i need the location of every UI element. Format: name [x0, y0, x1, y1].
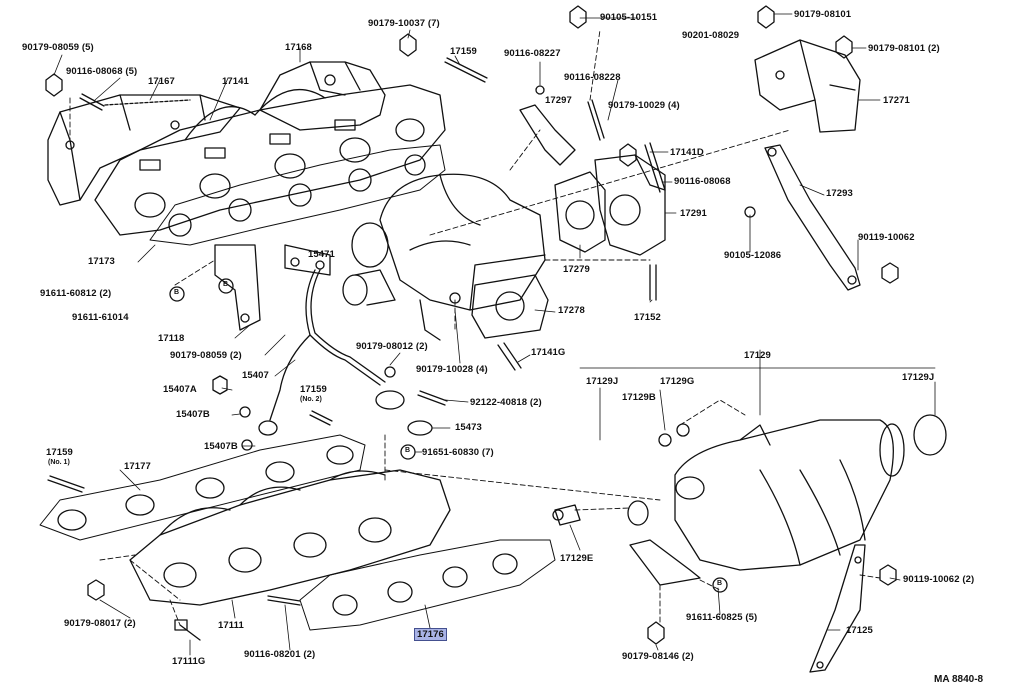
part-label[interactable]: 15407B — [176, 409, 210, 420]
part-label[interactable]: 91611-61014 — [72, 312, 129, 323]
part-label[interactable]: 91611-60812 (2) — [40, 288, 112, 299]
diagram-code: MA 8840-8 — [934, 674, 984, 685]
part-label[interactable]: 90179-10028 (4) — [416, 364, 488, 375]
part-label[interactable]: 90179-08101 — [794, 9, 852, 20]
part-label[interactable]: 90179-08059 (2) — [170, 350, 242, 361]
bracket-17297 — [519, 85, 576, 166]
part-label[interactable]: 17159 — [450, 46, 477, 57]
part-label[interactable]: 90119-10062 (2) — [903, 574, 975, 585]
part-label[interactable]: 17271 — [883, 95, 910, 106]
part-label[interactable]: 90116-08068 — [674, 176, 731, 187]
circle-b-marks — [169, 278, 728, 593]
part-label[interactable]: 17129J — [902, 372, 935, 383]
gasket-17176 — [299, 539, 556, 631]
turbo-insulator-17271 — [754, 39, 861, 133]
part-label[interactable]: 15407A — [163, 384, 197, 395]
heat-insulator-17168 — [259, 61, 386, 131]
union-bolts — [212, 292, 461, 451]
circle-b-letter: B — [174, 289, 180, 296]
part-label[interactable]: 17129J — [586, 376, 619, 387]
part-label[interactable]: 15407B — [204, 441, 238, 452]
part-label[interactable]: 90179-08017 (2) — [64, 618, 136, 629]
stay-17125 — [809, 544, 866, 673]
part-label[interactable]: 90116-08201 (2) — [244, 649, 316, 660]
gasket-17278 — [471, 274, 549, 339]
circle-b-letter: B — [717, 580, 723, 587]
gasket-17279 — [554, 171, 606, 253]
part-label[interactable]: 90116-08068 (5) — [66, 66, 138, 77]
part-label[interactable]: 17168 — [285, 42, 312, 53]
circle-b-letter: B — [223, 281, 229, 288]
highlighted-part-label[interactable]: 17176 — [414, 628, 447, 641]
part-label[interactable]: 92122-40818 (2) — [470, 397, 542, 408]
part-sublabel: (No. 1) — [48, 459, 70, 466]
part-label[interactable]: 17111G — [172, 656, 206, 667]
part-label[interactable]: 90116-08227 — [504, 48, 561, 59]
part-label[interactable]: 91651-60830 (7) — [422, 447, 494, 458]
part-sublabel: (No. 2) — [300, 396, 322, 403]
exhaust-manifold-17141 — [94, 84, 446, 236]
circle-b-letter: B — [405, 447, 411, 454]
part-label[interactable]: 90179-10037 (7) — [368, 18, 440, 29]
part-label[interactable]: 17152 — [634, 312, 661, 323]
part-label[interactable]: 17125 — [846, 625, 873, 636]
part-label[interactable]: 17159 — [46, 447, 73, 458]
part-label[interactable]: 90105-12086 — [724, 250, 782, 261]
part-label[interactable]: 17111 — [218, 620, 244, 631]
hose-fitting-17129E — [552, 504, 581, 526]
part-label[interactable]: 17129G — [660, 376, 695, 387]
part-label[interactable]: 90116-08228 — [564, 72, 621, 83]
part-label[interactable]: 90201-08029 — [682, 30, 740, 41]
part-label[interactable]: 17278 — [558, 305, 585, 316]
part-label[interactable]: 17159 — [300, 384, 327, 395]
part-label[interactable]: 17293 — [826, 188, 853, 199]
part-label[interactable]: 90179-08059 (5) — [22, 42, 94, 53]
part-label[interactable]: 17129E — [560, 553, 594, 564]
intake-manifold-17129 — [627, 414, 947, 586]
part-label[interactable]: 17173 — [88, 256, 115, 267]
studs-top — [79, 57, 666, 371]
part-label[interactable]: 17279 — [563, 264, 590, 275]
turbo-outlet-elbow-17291 — [594, 154, 666, 256]
gasket-17177 — [39, 434, 366, 541]
part-label[interactable]: 17297 — [545, 95, 572, 106]
alignment-lines — [69, 29, 881, 626]
part-label[interactable]: 17141 — [222, 76, 249, 87]
heat-insulator-17167 — [47, 94, 241, 206]
part-label[interactable]: 17141G — [531, 347, 566, 358]
part-label[interactable]: 17118 — [158, 333, 185, 344]
part-label[interactable]: 15473 — [455, 422, 482, 433]
part-label[interactable]: 15471 — [308, 249, 335, 260]
part-label[interactable]: 17167 — [148, 76, 175, 87]
part-label[interactable]: 17291 — [680, 208, 707, 219]
part-label[interactable]: 15407 — [242, 370, 269, 381]
part-label[interactable]: 17129 — [744, 350, 771, 361]
part-label[interactable]: 90119-10062 — [858, 232, 915, 243]
part-label[interactable]: 90179-08101 (2) — [868, 43, 940, 54]
part-label[interactable]: 91611-60825 (5) — [686, 612, 758, 623]
exhaust-gasket — [149, 144, 446, 246]
leader-lines — [53, 13, 936, 656]
turbocharger — [342, 173, 546, 341]
oil-pipe-15407 — [258, 244, 405, 436]
bracket-17118 — [214, 244, 261, 331]
lower-fasteners — [47, 206, 899, 645]
part-label[interactable]: 90179-10029 (4) — [608, 100, 680, 111]
stay-17293 — [764, 144, 861, 291]
part-label[interactable]: 17177 — [124, 461, 151, 472]
part-label[interactable]: 90179-08012 (2) — [356, 341, 428, 352]
part-label[interactable]: 90105-10151 — [600, 12, 658, 23]
part-label[interactable]: 90179-08146 (2) — [622, 651, 694, 662]
intake-lower-manifold-17111 — [129, 469, 451, 606]
part-label[interactable]: 17129B — [622, 392, 656, 403]
part-label[interactable]: 17141D — [670, 147, 704, 158]
